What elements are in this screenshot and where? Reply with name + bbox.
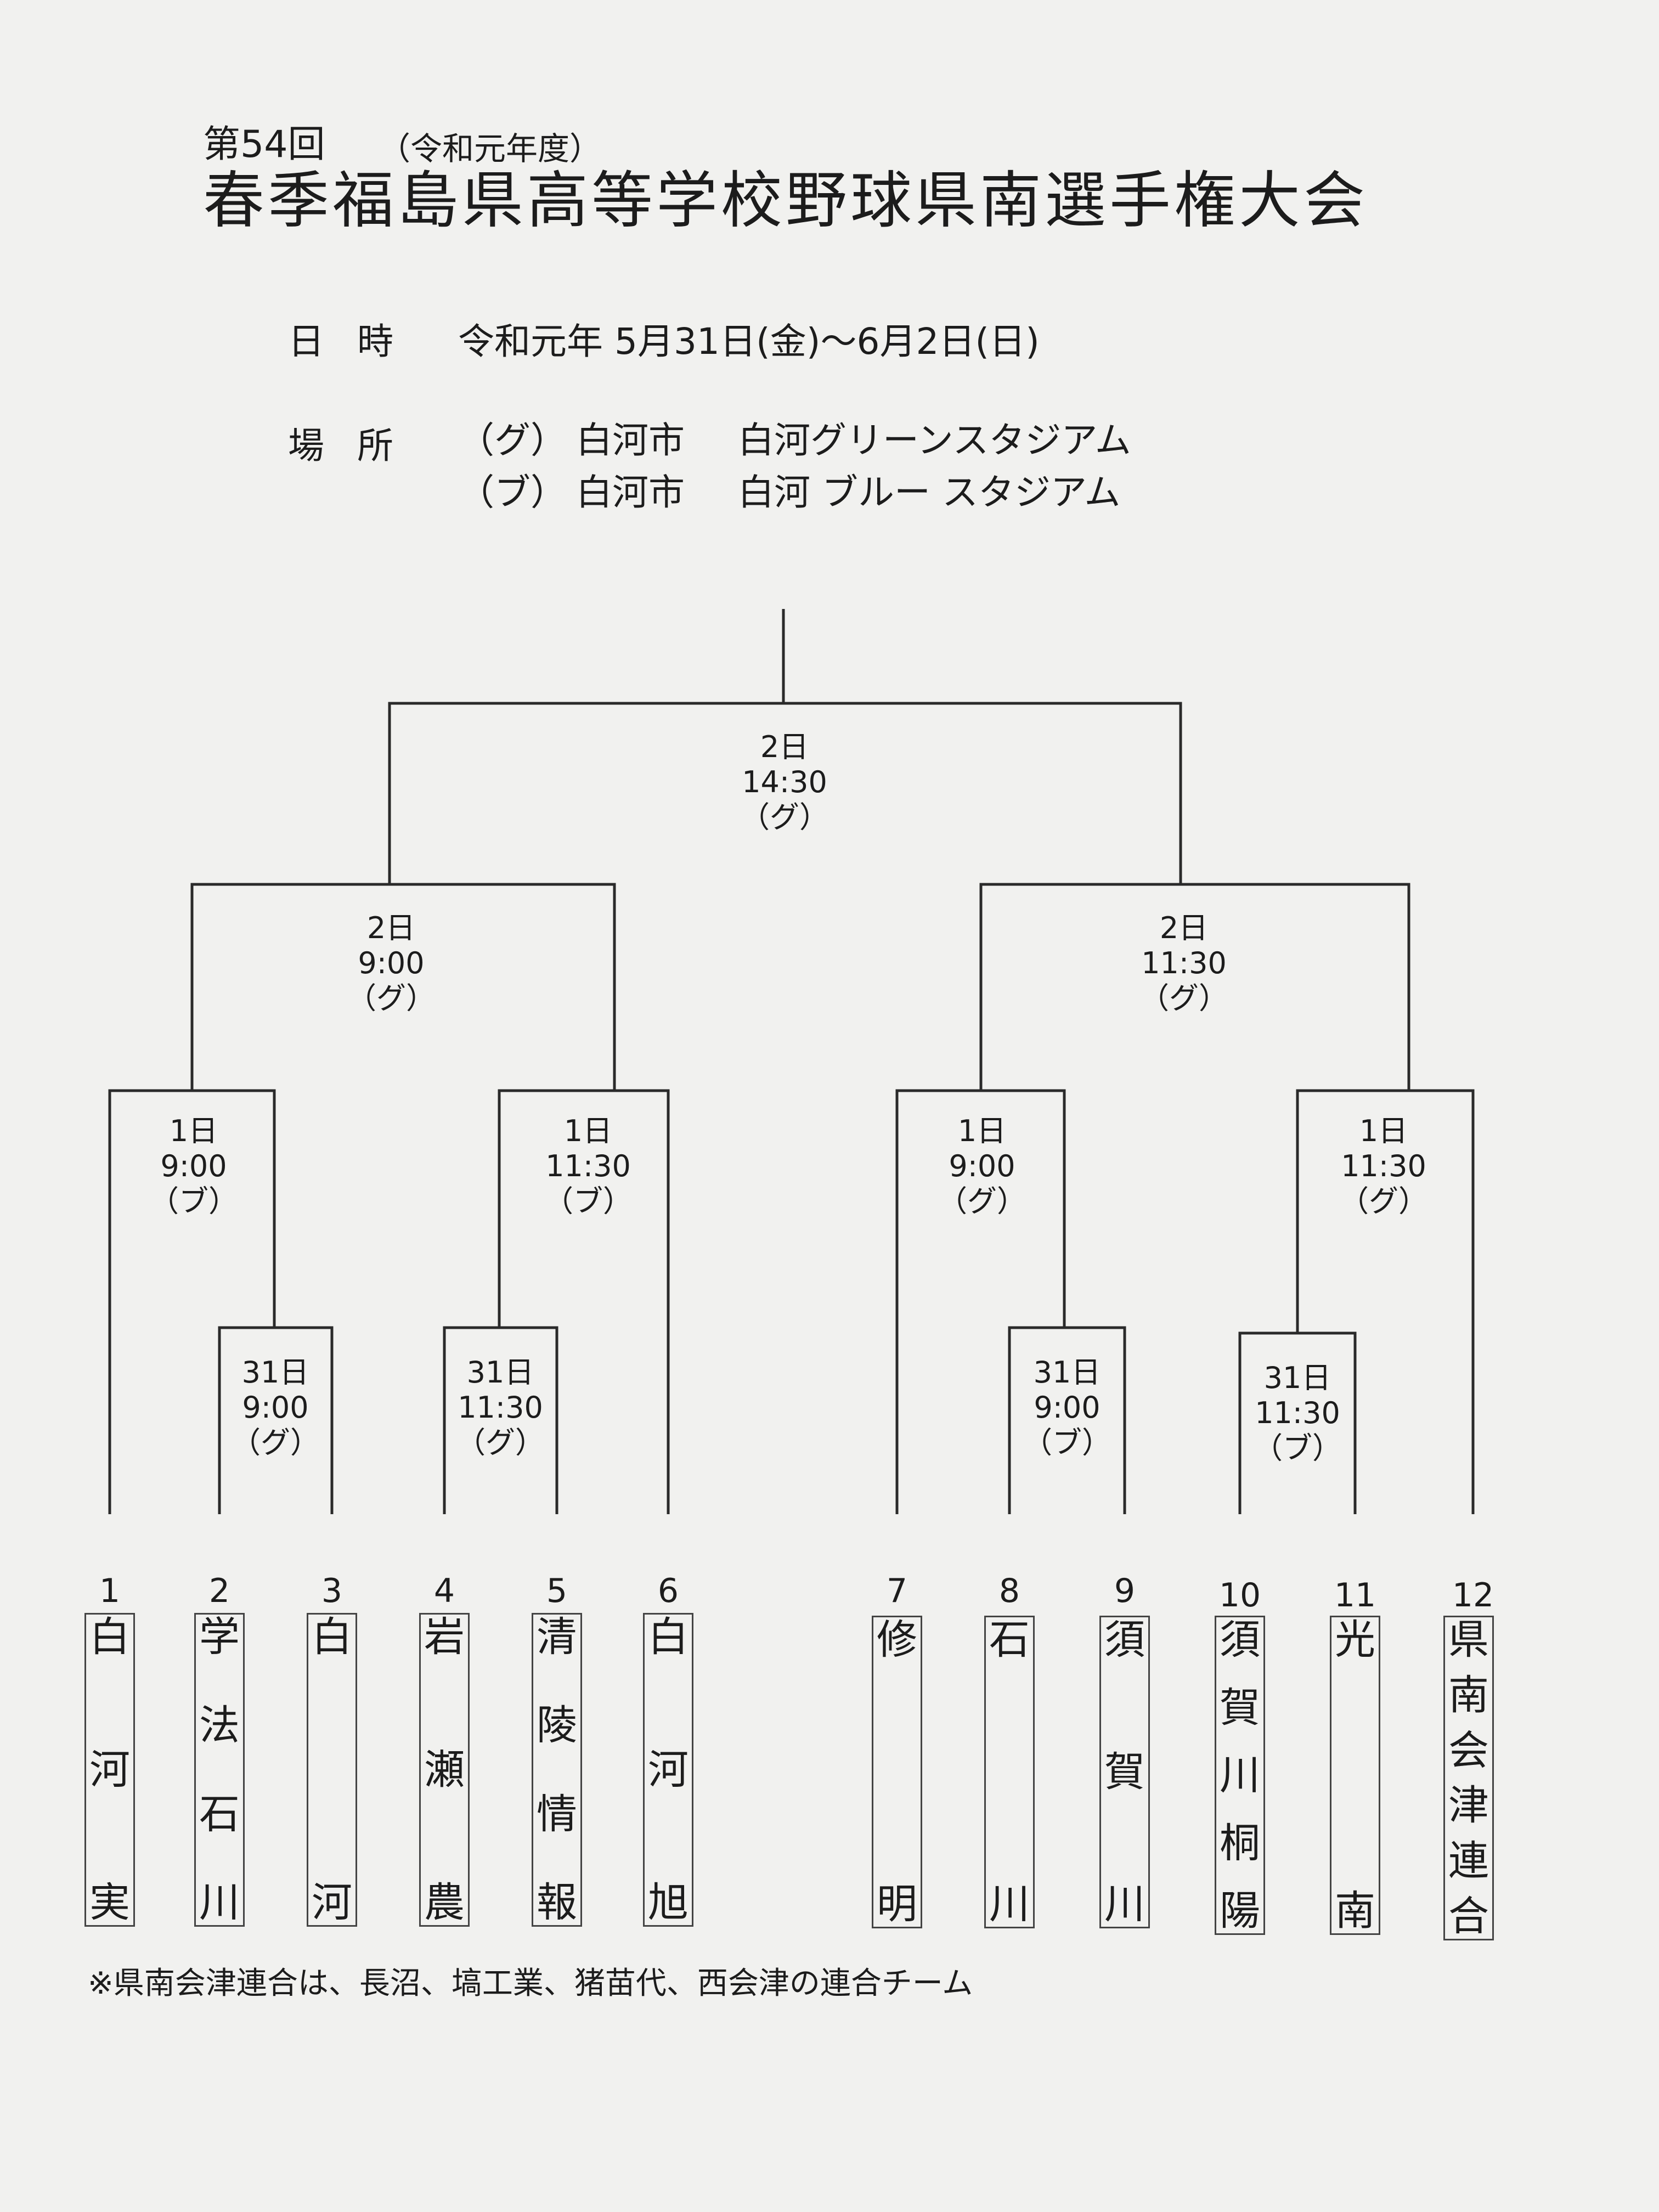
team-box: 須賀川桐陽 [1215,1616,1265,1935]
team-box: 清陵情報 [532,1613,582,1927]
team-name-char: 明 [877,1881,917,1928]
footnote: ※県南会津連合は、長沼、塙工業、猪苗代、西会津の連合チーム [88,1966,973,2001]
team-name-char: 清 [537,1613,577,1661]
team-number: 12 [1452,1576,1494,1615]
team-name-char: 実 [89,1879,130,1926]
team-name-char: 川 [1220,1752,1260,1799]
venue-label: 場所 [288,425,426,467]
team-name-char: 津 [1448,1782,1489,1830]
team-name-char: 光 [1335,1616,1375,1663]
team-name-char: 須 [1220,1616,1260,1663]
team-box: 白河実 [84,1613,135,1927]
team-name-char: 岩 [424,1613,465,1661]
bracket-line-semi-right [979,883,1410,1091]
bracket-line-qf1 [108,1089,276,1514]
team-name-char: 修 [877,1616,917,1663]
team-box: 県南会津連合 [1443,1616,1494,1940]
team-name-char: 賀 [1104,1748,1145,1796]
team-name-char: 合 [1448,1892,1489,1940]
team-number: 5 [546,1572,568,1610]
team-number: 1 [99,1572,121,1610]
edition-label: 第54回 [203,123,325,166]
team-box: 光南 [1330,1616,1380,1935]
team-box: 修明 [872,1616,922,1928]
team-number: 6 [657,1572,679,1610]
team-name-char: 旭 [648,1879,689,1926]
venue-code-green: （グ） [458,419,567,461]
team-number: 11 [1334,1576,1376,1615]
team-name-char: 白 [312,1613,352,1661]
team-number: 7 [886,1572,908,1610]
team-box: 学法石川 [194,1613,245,1927]
venue-code-blue: （ブ） [458,471,567,514]
team-name-char: 川 [199,1878,240,1926]
team-box: 岩瀬農 [419,1613,470,1927]
team-name-char: 法 [199,1702,240,1750]
team-number: 8 [998,1572,1020,1610]
venue-name-green: 白河グリーンスタジアム [738,419,1131,461]
team-number: 3 [321,1572,343,1610]
team-name-char: 陽 [1220,1887,1260,1934]
team-name-char: 学 [199,1613,240,1661]
team-name-char: 河 [312,1879,352,1926]
team-name-char: 連 [1448,1837,1489,1885]
bracket-line-final [388,609,1182,884]
team-name-char: 石 [199,1790,240,1838]
team-number: 10 [1218,1576,1261,1615]
team-box: 須賀川 [1099,1616,1150,1928]
era-label: （令和元年度） [379,130,602,167]
team-name-char: 石 [989,1616,1030,1663]
date-value: 令和元年 5月31日(金)～6月2日(日) [458,320,1040,363]
team-name-char: 河 [648,1746,689,1793]
team-number: 4 [433,1572,455,1610]
team-name-char: 瀬 [424,1746,465,1793]
team-name-char: 川 [989,1881,1030,1928]
date-label: 日時 [288,320,426,363]
bracket-line-r1d [1238,1331,1357,1514]
bracket-line-semi-left [190,883,616,1091]
team-number: 2 [208,1572,230,1610]
team-name-char: 南 [1448,1671,1489,1719]
team-name-char: 農 [424,1879,465,1926]
team-box: 石川 [984,1616,1035,1928]
venue-city-blue: 白河市 [576,471,685,514]
bracket-line-qf4 [1296,1089,1475,1514]
team-name-char: 須 [1104,1616,1145,1663]
bracket-line-qf3 [895,1089,1066,1514]
bracket-line-qf2 [498,1089,670,1514]
team-name-char: 河 [89,1746,130,1793]
bracket-line-r1b [443,1326,558,1514]
team-name-char: 川 [1104,1881,1145,1928]
team-name-char: 県 [1448,1616,1489,1663]
team-name-char: 情 [537,1790,577,1838]
team-number: 9 [1114,1572,1136,1610]
team-name-char: 桐 [1220,1819,1260,1867]
team-name-char: 白 [89,1613,130,1661]
tournament-title: 春季福島県高等学校野球県南選手権大会 [203,165,1368,236]
team-name-char: 陵 [537,1702,577,1750]
bracket-line-r1a [218,1326,334,1514]
bracket-line-r1c [1008,1326,1126,1514]
venue-city-green: 白河市 [576,419,685,461]
team-name-char: 報 [537,1878,577,1926]
team-name-char: 会 [1448,1726,1489,1774]
venue-name-blue: 白河 ブルー スタジアム [738,471,1121,514]
team-name-char: 白 [648,1613,689,1661]
team-name-char: 南 [1335,1887,1375,1934]
team-box: 白河旭 [643,1613,693,1927]
team-name-char: 賀 [1220,1684,1260,1731]
team-box: 白河 [307,1613,357,1927]
